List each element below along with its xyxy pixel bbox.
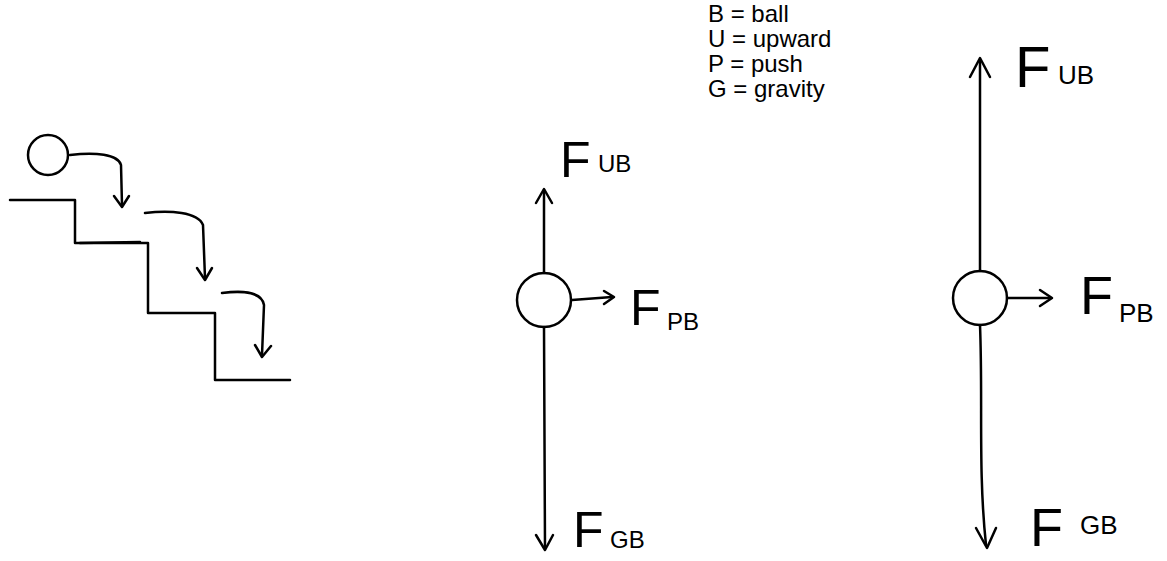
ball: [517, 273, 571, 327]
force-subscript: UB: [598, 152, 631, 176]
arrowhead: [1040, 290, 1052, 306]
legend-note: U = upward: [708, 27, 831, 51]
force-arrow: [543, 190, 546, 273]
force-arrow: [544, 327, 545, 548]
force-arrow: [979, 60, 982, 271]
arrowhead: [970, 58, 990, 77]
legend-note: G = gravity: [708, 77, 825, 101]
force-arrow: [980, 325, 986, 545]
force-subscript: UB: [1058, 62, 1094, 88]
force-symbol: F: [560, 135, 591, 185]
force-symbol: F: [630, 283, 661, 333]
force-subscript: PB: [1119, 300, 1154, 326]
stairs: [10, 200, 290, 380]
force-symbol: F: [1015, 38, 1050, 96]
force-arrow: [572, 297, 612, 300]
stairs-edge: [80, 242, 140, 243]
arrowhead: [604, 291, 614, 304]
legend-note: B = ball: [708, 2, 789, 26]
ball: [28, 135, 68, 175]
force-subscript: GB: [1080, 512, 1118, 538]
bounce-path: [222, 292, 264, 355]
force-symbol: F: [573, 505, 604, 555]
ball: [953, 271, 1007, 325]
force-arrow: [1007, 297, 1050, 300]
force-symbol: F: [1080, 268, 1113, 322]
arrowhead: [536, 535, 553, 550]
force-symbol: F: [1030, 500, 1063, 554]
legend-note: P = push: [708, 52, 803, 76]
arrowhead: [536, 189, 552, 203]
arrowhead: [255, 345, 271, 357]
force-subscript: PB: [667, 310, 699, 334]
arrowhead: [114, 196, 129, 207]
arrowhead: [976, 528, 996, 548]
arrowhead: [197, 268, 212, 280]
force-subscript: GB: [610, 528, 645, 552]
